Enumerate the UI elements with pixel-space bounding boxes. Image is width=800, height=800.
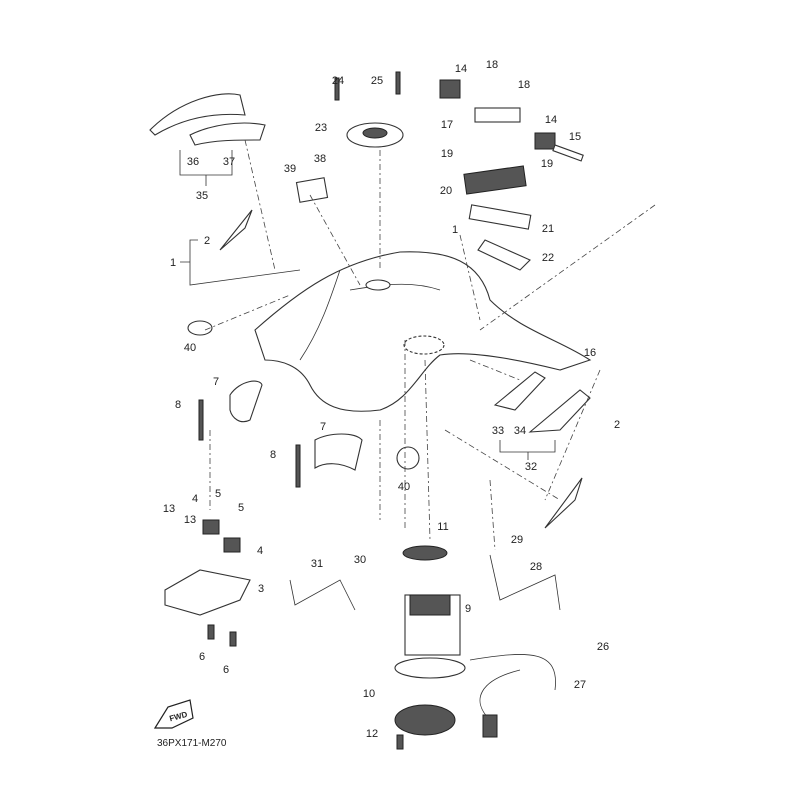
callout: 8 xyxy=(175,399,181,411)
callout: 13 xyxy=(163,503,175,515)
bracket-3 xyxy=(164,569,251,616)
callout: 25 xyxy=(371,75,383,87)
callout: 5 xyxy=(238,502,244,514)
bolt-6-a xyxy=(207,624,215,640)
callout: 8 xyxy=(270,449,276,461)
callout: 30 xyxy=(354,554,366,566)
callout: 16 xyxy=(584,347,596,359)
callout: 28 xyxy=(530,561,542,573)
pad-38-39 xyxy=(295,177,329,203)
callout: 19 xyxy=(541,158,553,170)
hose-28 xyxy=(489,554,561,611)
emblem-2-right xyxy=(544,477,583,529)
callouts: 24 25 23 14 18 18 17 14 15 19 19 20 21 2… xyxy=(163,59,620,740)
fwd-arrow-icon: FWD xyxy=(153,699,194,729)
callout: 5 xyxy=(215,488,221,500)
callout: 21 xyxy=(542,223,554,235)
group-bracket-1 xyxy=(180,239,301,286)
grommet-4-a xyxy=(202,519,220,535)
pad-40-right xyxy=(396,446,420,470)
callout: 7 xyxy=(320,421,326,433)
callout: 4 xyxy=(257,545,263,557)
callout: 40 xyxy=(184,342,196,354)
bolt-8-right xyxy=(295,444,301,488)
tank-cover-37 xyxy=(189,122,266,146)
callout: 26 xyxy=(597,641,609,653)
callout: 3 xyxy=(258,583,264,595)
group-bracket-32 xyxy=(499,440,556,460)
wire-harness-26 xyxy=(469,654,556,721)
callout: 10 xyxy=(363,688,375,700)
callout: 9 xyxy=(465,603,471,615)
callout: 12 xyxy=(366,728,378,740)
callout: 6 xyxy=(223,664,229,676)
pad-40-left xyxy=(187,320,213,336)
callout: 13 xyxy=(184,514,196,526)
callout: 36 xyxy=(187,156,199,168)
callout: 17 xyxy=(441,119,453,131)
filler-cap xyxy=(334,71,404,148)
callout: 22 xyxy=(542,252,554,264)
callout: 14 xyxy=(455,63,467,75)
hinge-assembly xyxy=(439,79,584,271)
fuel-tank xyxy=(254,251,592,412)
damper-7-right xyxy=(314,433,363,471)
callout: 1 xyxy=(452,224,458,236)
callout: 23 xyxy=(315,122,327,134)
callout: 29 xyxy=(511,534,523,546)
callout: 15 xyxy=(569,131,581,143)
callout: 33 xyxy=(492,425,504,437)
callout: 2 xyxy=(614,419,620,431)
bolt-8-left xyxy=(198,399,204,441)
callout: 37 xyxy=(223,156,235,168)
callout: 24 xyxy=(332,75,344,87)
callout: 7 xyxy=(213,376,219,388)
callout: 34 xyxy=(514,425,526,437)
callout: 18 xyxy=(518,79,530,91)
callout: 14 xyxy=(545,114,557,126)
drawing-code: 36PX171-M270 xyxy=(157,738,227,749)
callout: 11 xyxy=(437,521,448,533)
group-bracket-35 xyxy=(179,150,233,186)
damper-7-left xyxy=(229,380,263,423)
callout: 38 xyxy=(314,153,326,165)
callout: 2 xyxy=(204,235,210,247)
grommet-4-b xyxy=(223,537,241,553)
callout: 40 xyxy=(398,481,410,493)
connector xyxy=(482,714,498,738)
callout: 20 xyxy=(440,185,452,197)
emblem-2-left xyxy=(219,209,253,251)
callout: 19 xyxy=(441,148,453,160)
callout: 32 xyxy=(525,461,537,473)
bolt-6-b xyxy=(229,631,237,647)
hose-30 xyxy=(289,579,356,611)
callout: 1 xyxy=(170,257,176,269)
callout: 39 xyxy=(284,163,296,175)
callout: 6 xyxy=(199,651,205,663)
fuel-pump xyxy=(394,545,466,750)
callout: 27 xyxy=(574,679,586,691)
emblem-34 xyxy=(528,389,591,433)
tank-cover-36 xyxy=(149,93,246,136)
callout: 35 xyxy=(196,190,208,202)
callout: 18 xyxy=(486,59,498,71)
callout: 31 xyxy=(311,558,323,570)
emblem-33 xyxy=(493,371,546,411)
callout: 4 xyxy=(192,493,198,505)
